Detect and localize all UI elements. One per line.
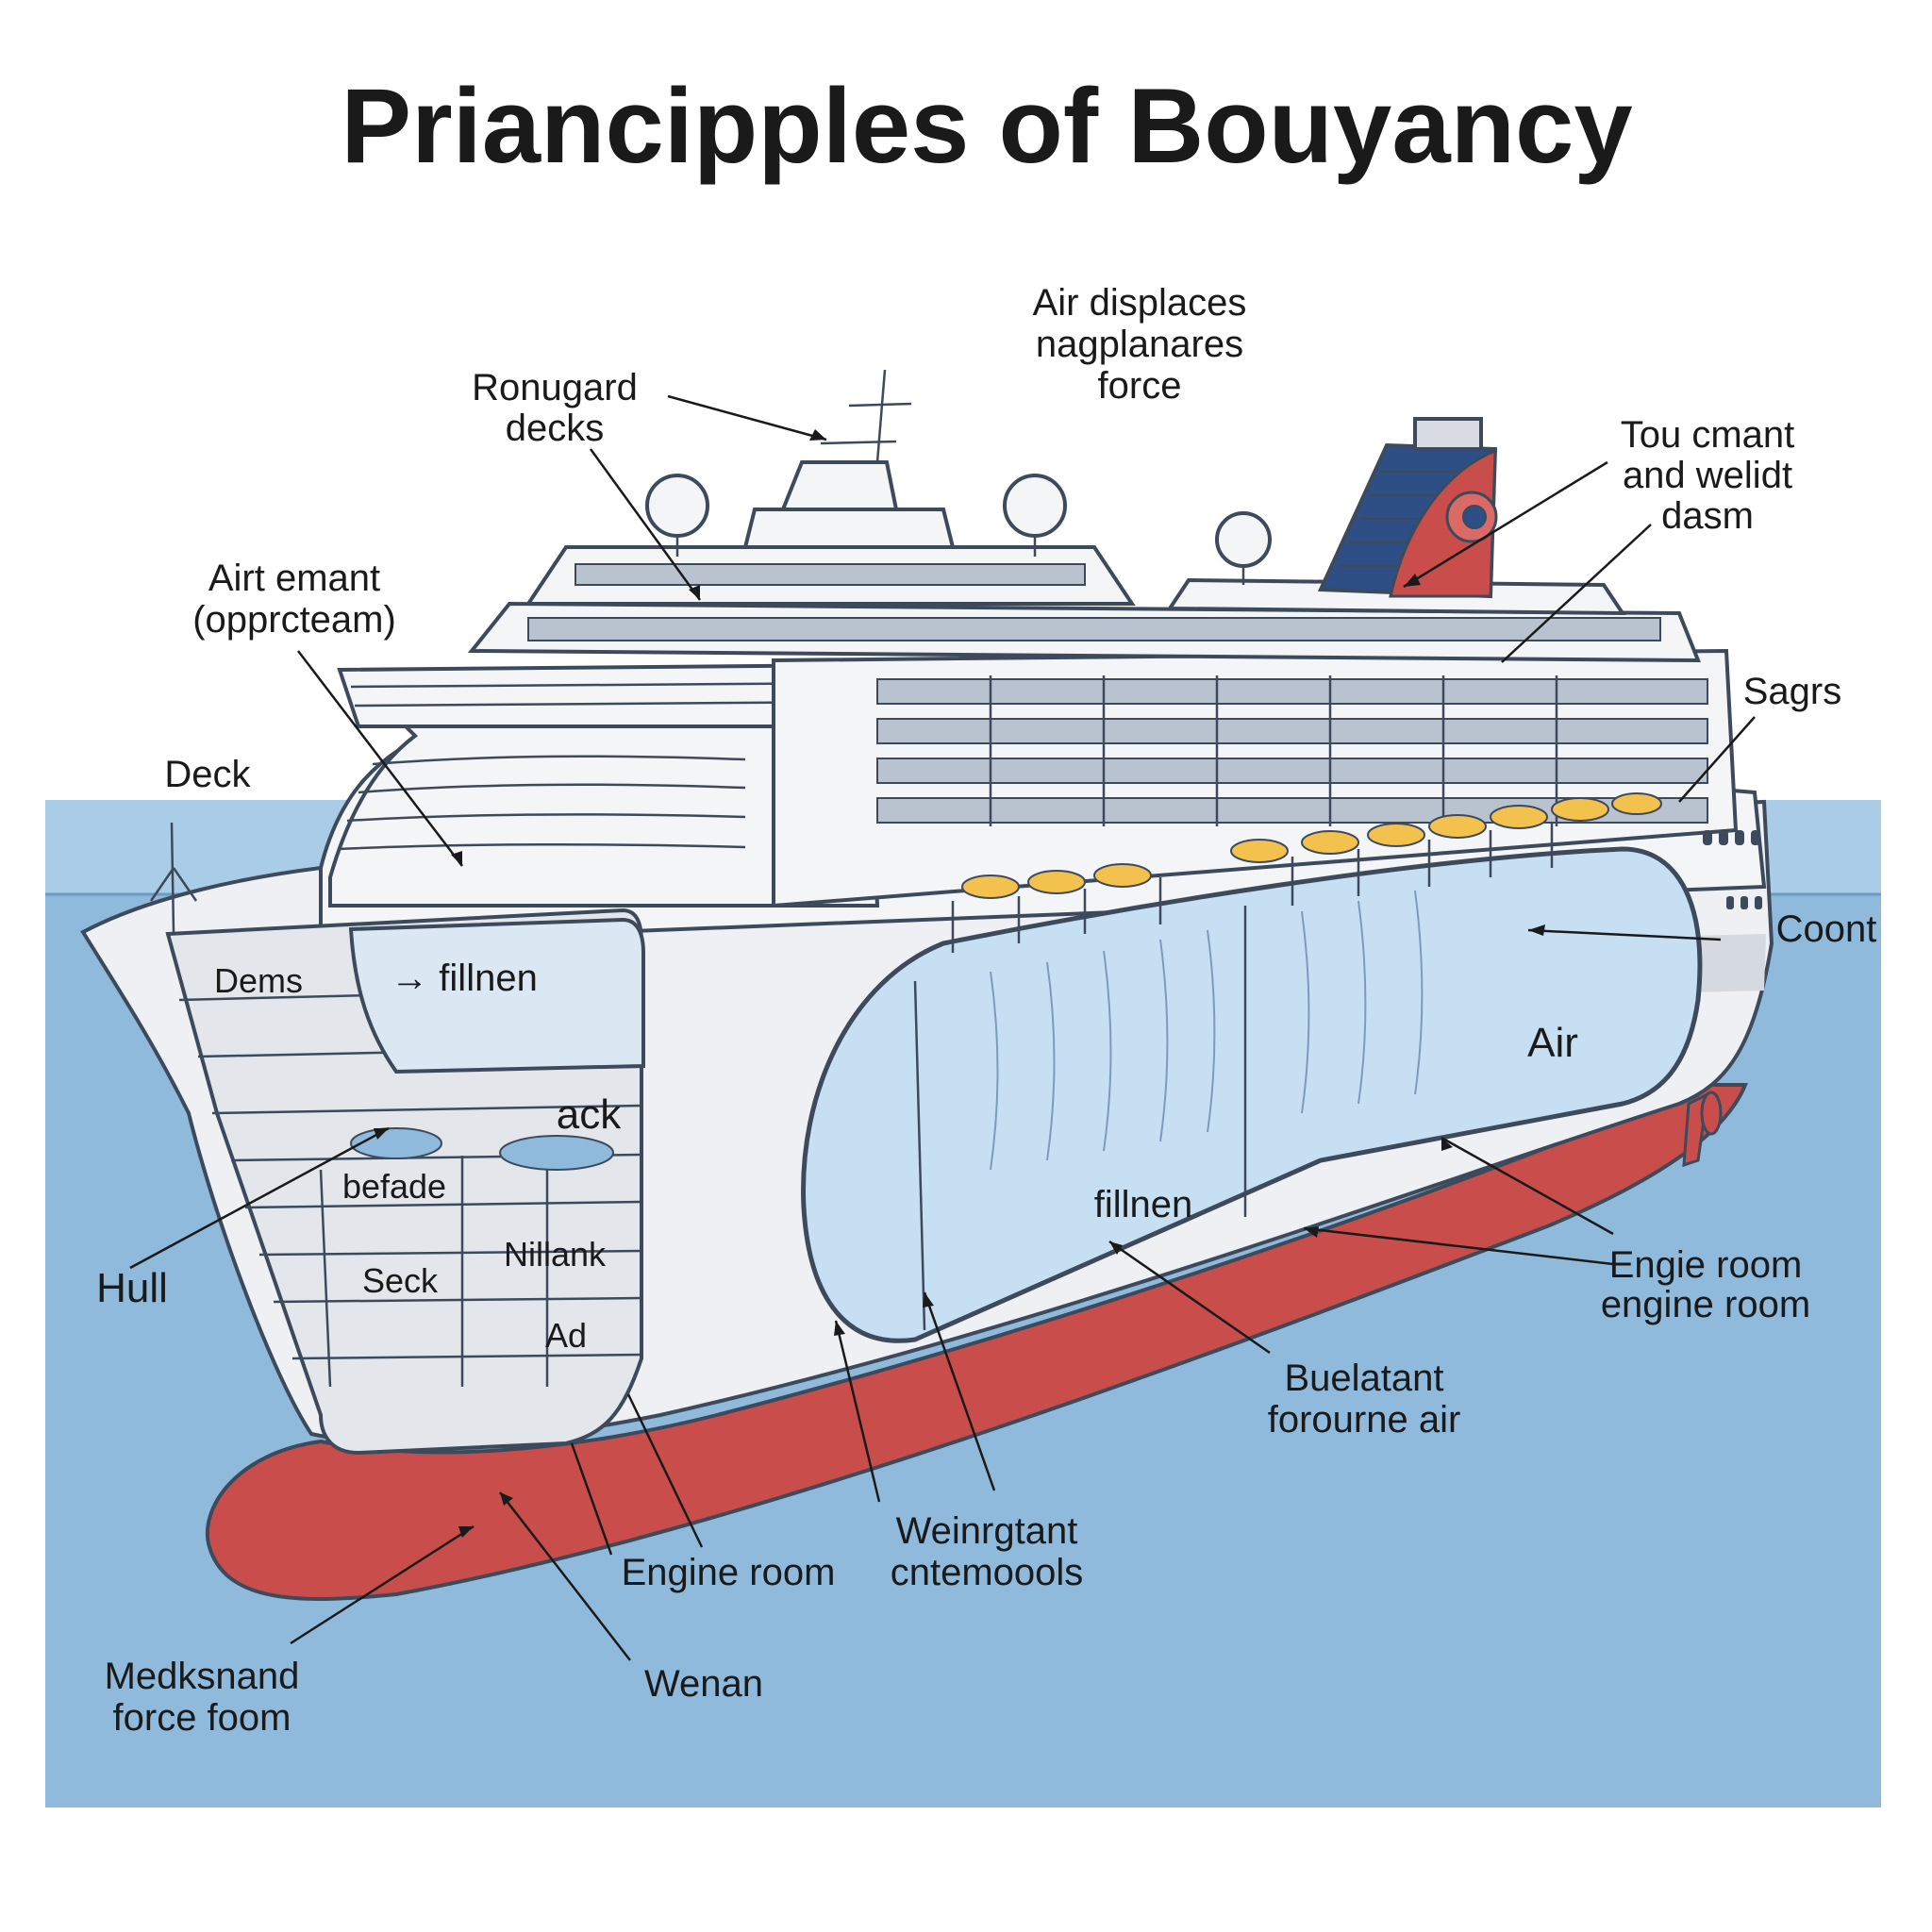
label-ronugard-1: Ronugard <box>472 367 638 408</box>
label-airt-emant-2: (opprcteam) <box>192 599 396 641</box>
label-wenan: Wenan <box>644 1663 763 1705</box>
label-sagrs: Sagrs <box>1743 671 1842 712</box>
label-hull: Hull <box>96 1265 168 1311</box>
label-engine-room-right-1: Engie room <box>1609 1244 1803 1286</box>
label-air: Air <box>1527 1020 1578 1066</box>
upper-deck-2-windows <box>575 564 1085 585</box>
label-medksnand-1: Medksnand <box>105 1656 300 1697</box>
label-befade: befade <box>342 1167 446 1206</box>
label-tou-cmant-2: and welidt <box>1623 455 1792 496</box>
funnel <box>1321 419 1496 596</box>
label-fillnen-top: → fillnen <box>391 958 538 999</box>
label-dems: Dems <box>214 961 303 1000</box>
label-airt-emant-1: Airt emant <box>208 558 380 599</box>
bridge-top <box>745 509 953 547</box>
label-weinrgtant-1: Weinrgtant <box>896 1510 1078 1552</box>
label-tou-cmant-1: Tou cmant <box>1621 414 1795 456</box>
label-engine-room-bottom: Engine room <box>622 1552 836 1593</box>
label-tou-cmant-3: dasm <box>1661 495 1754 537</box>
label-medksnand-2: force foom <box>113 1697 291 1739</box>
label-buelatant-2: forourne air <box>1268 1399 1461 1441</box>
label-air-displaces-2: nagplanares <box>1036 324 1243 365</box>
forward-ballast-pool-1 <box>351 1128 441 1158</box>
label-deck: Deck <box>164 754 251 795</box>
label-buelatant-1: Buelatant <box>1284 1357 1443 1399</box>
diagram-title: Priancipples of Bouyancy <box>341 67 1632 185</box>
forward-ballast-pool-2 <box>500 1136 613 1170</box>
bridge-mast-base <box>783 462 896 509</box>
label-weinrgtant-2: cntemoools <box>891 1552 1084 1593</box>
label-fillnen-tank: fillnen <box>1094 1184 1193 1225</box>
upper-deck-1-windows <box>528 618 1660 641</box>
label-seck: Seck <box>362 1261 439 1300</box>
mast <box>821 370 911 462</box>
label-ronugard-2: decks <box>506 408 605 449</box>
label-ack: ack <box>557 1091 622 1138</box>
label-ad: Ad <box>545 1316 587 1355</box>
label-engine-room-right-2: engine room <box>1601 1284 1810 1325</box>
label-coont: Coont <box>1776 908 1877 950</box>
label-air-displaces-3: force <box>1098 365 1182 407</box>
label-nillank: Nillank <box>504 1235 607 1274</box>
label-air-displaces-1: Air displaces <box>1033 282 1247 324</box>
